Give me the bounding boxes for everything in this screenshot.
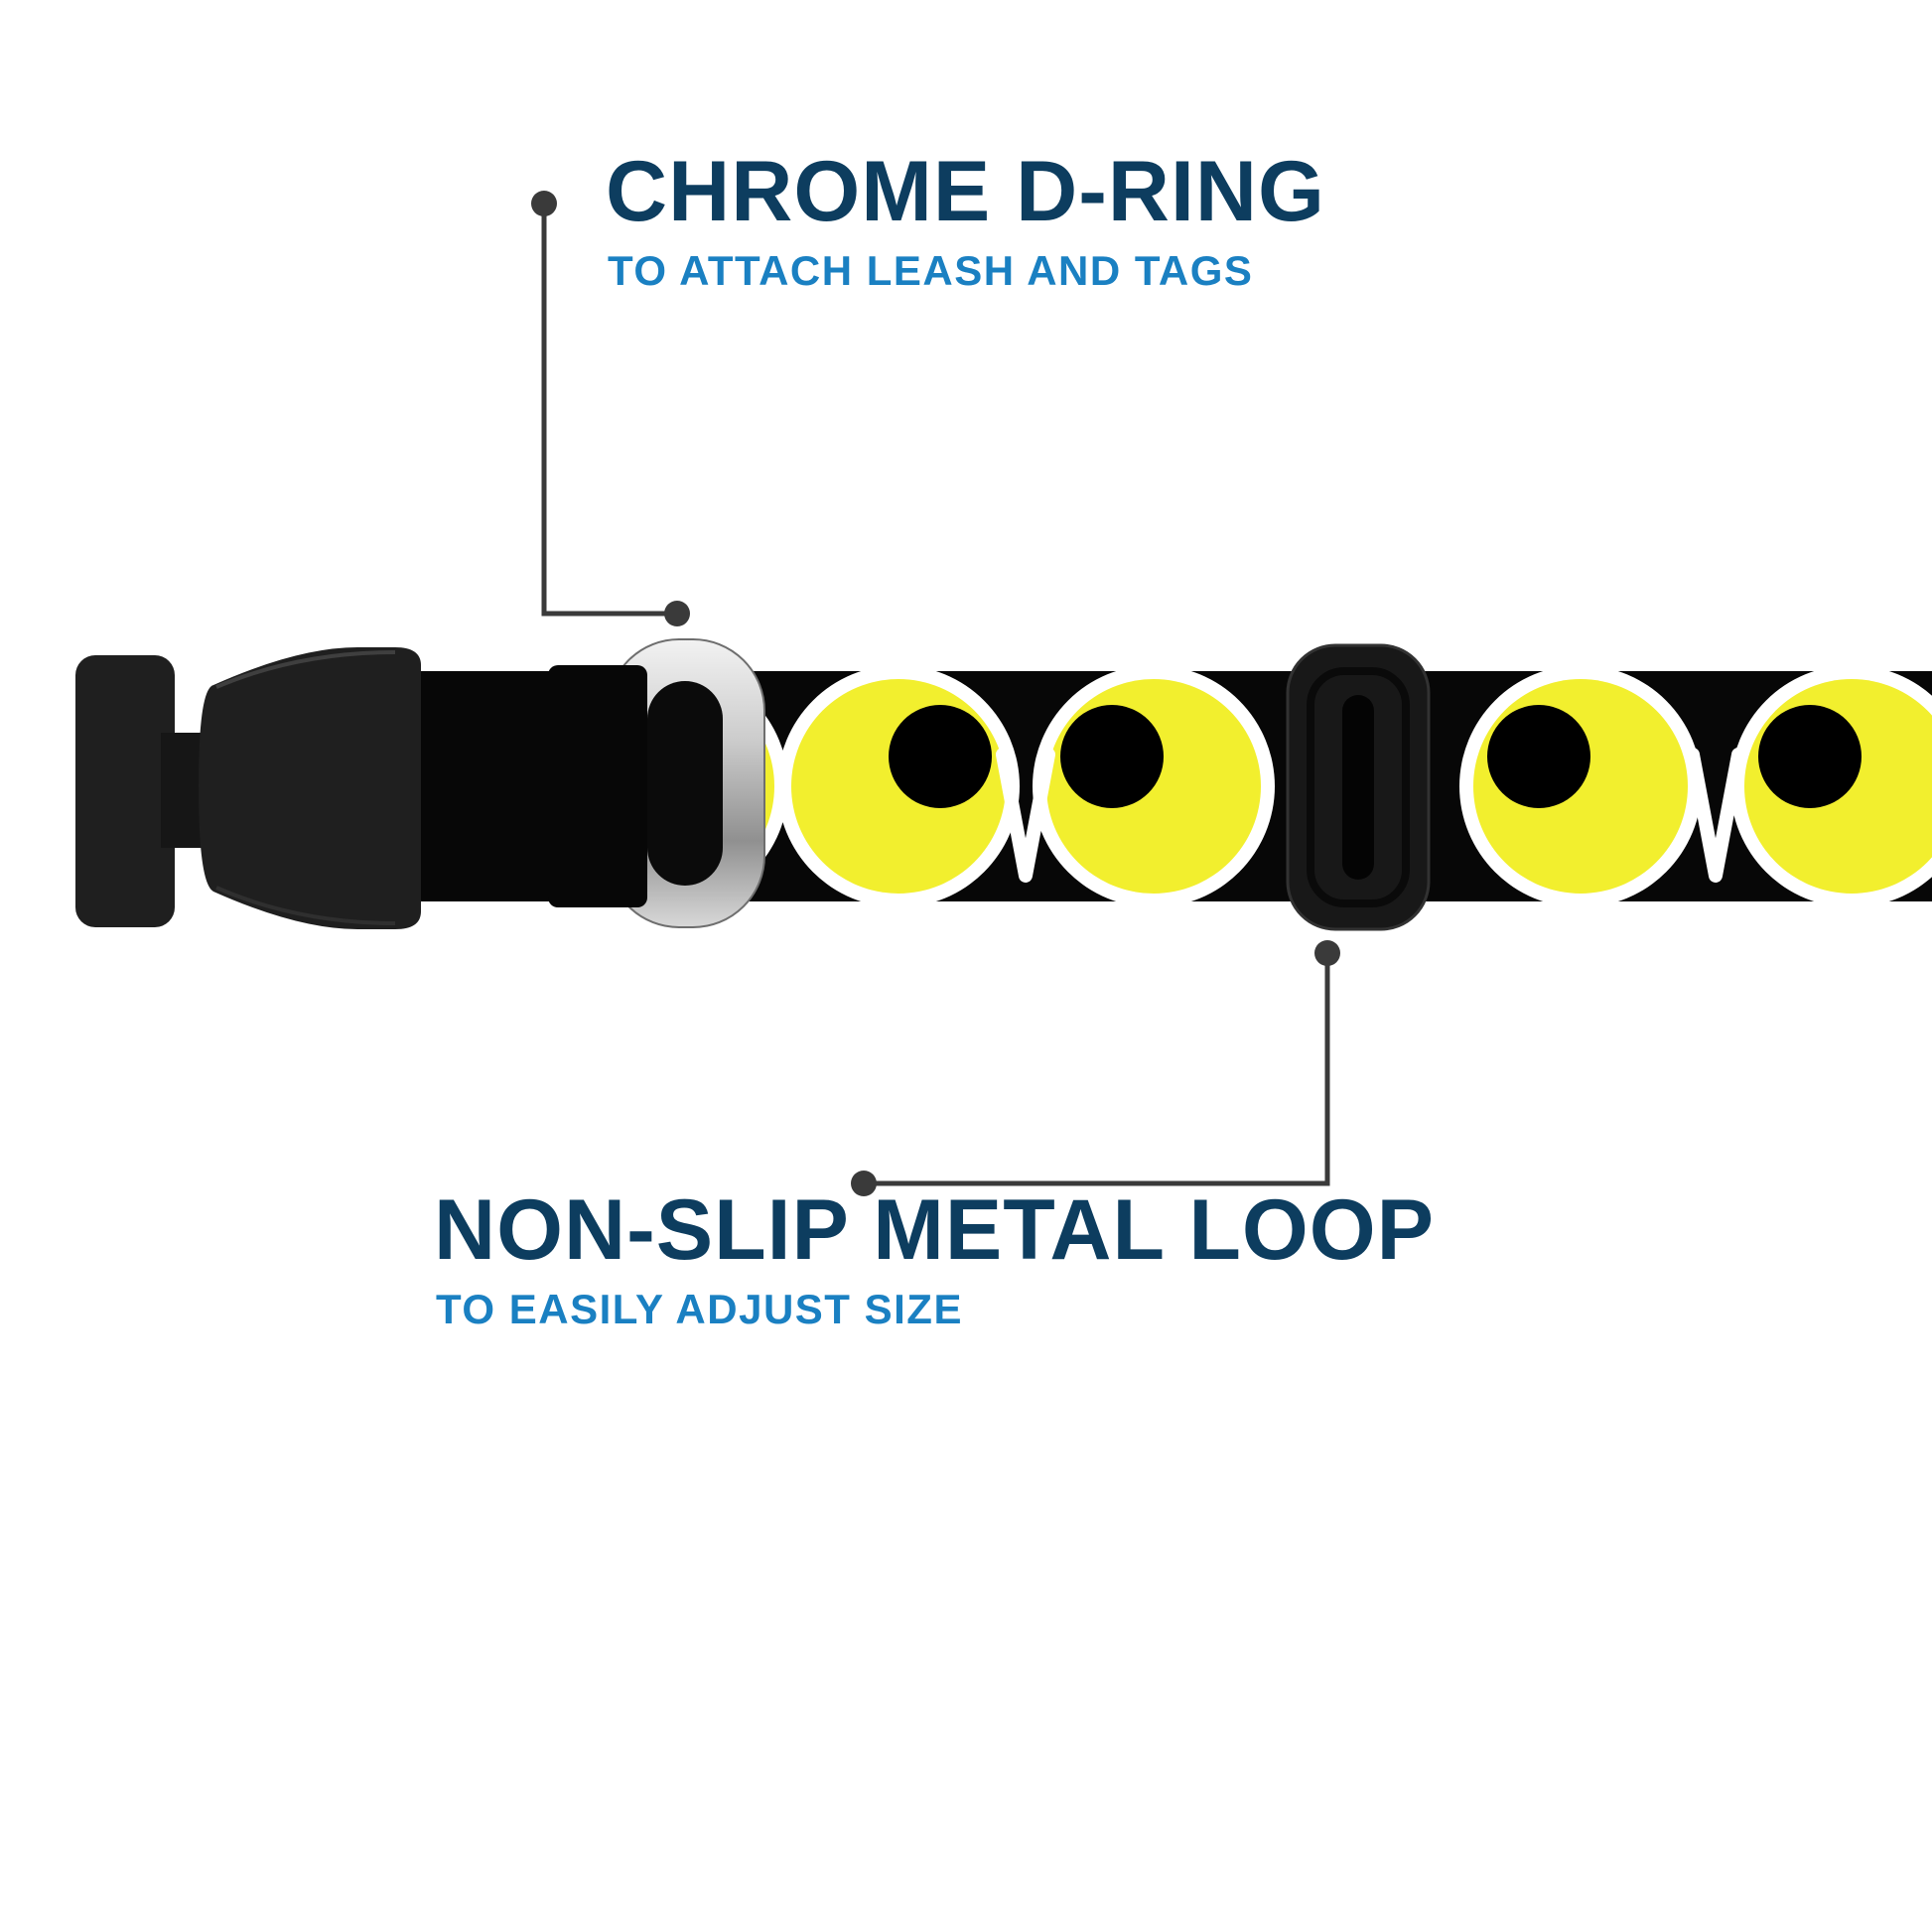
buckle-end-cap <box>75 655 175 927</box>
eye-pupil <box>1060 705 1164 808</box>
callout-loop: NON-SLIP METAL LOOP TO EASILY ADJUST SIZ… <box>434 1187 1435 1330</box>
callout-loop-subtitle: TO EASILY ADJUST SIZE <box>436 1286 963 1332</box>
eye-pupil <box>889 705 992 808</box>
eye-pupil <box>1487 705 1590 808</box>
callout-dring-title: CHROME D-RING <box>606 144 1325 239</box>
slider-slot <box>1342 695 1374 880</box>
slider-inner-edge <box>1307 667 1410 907</box>
buckle-body <box>199 647 421 929</box>
owl-face-2 <box>1459 671 1932 901</box>
side-release-buckle <box>75 647 421 929</box>
callout-dring-leader-line <box>541 204 677 617</box>
eye-pupil <box>1758 705 1862 808</box>
callout-loop-title: NON-SLIP METAL LOOP <box>434 1182 1436 1278</box>
owl-beak <box>996 748 1055 883</box>
callout-dot <box>1314 940 1340 966</box>
owl-face-1 <box>777 671 1275 901</box>
callout-loop-leader-line <box>864 953 1330 1186</box>
d-ring-opening <box>647 681 723 886</box>
metal-loop-slider <box>1286 643 1431 931</box>
callout-lines <box>531 191 1340 1196</box>
callout-dot <box>664 601 690 626</box>
strap-fold-over-ring <box>548 665 647 907</box>
buckle-highlight <box>215 886 396 925</box>
buckle-highlight <box>215 650 396 689</box>
callout-dring: CHROME D-RING TO ATTACH LEASH AND TAGS <box>606 149 1325 292</box>
callout-dring-subtitle: TO ATTACH LEASH AND TAGS <box>608 247 1254 294</box>
